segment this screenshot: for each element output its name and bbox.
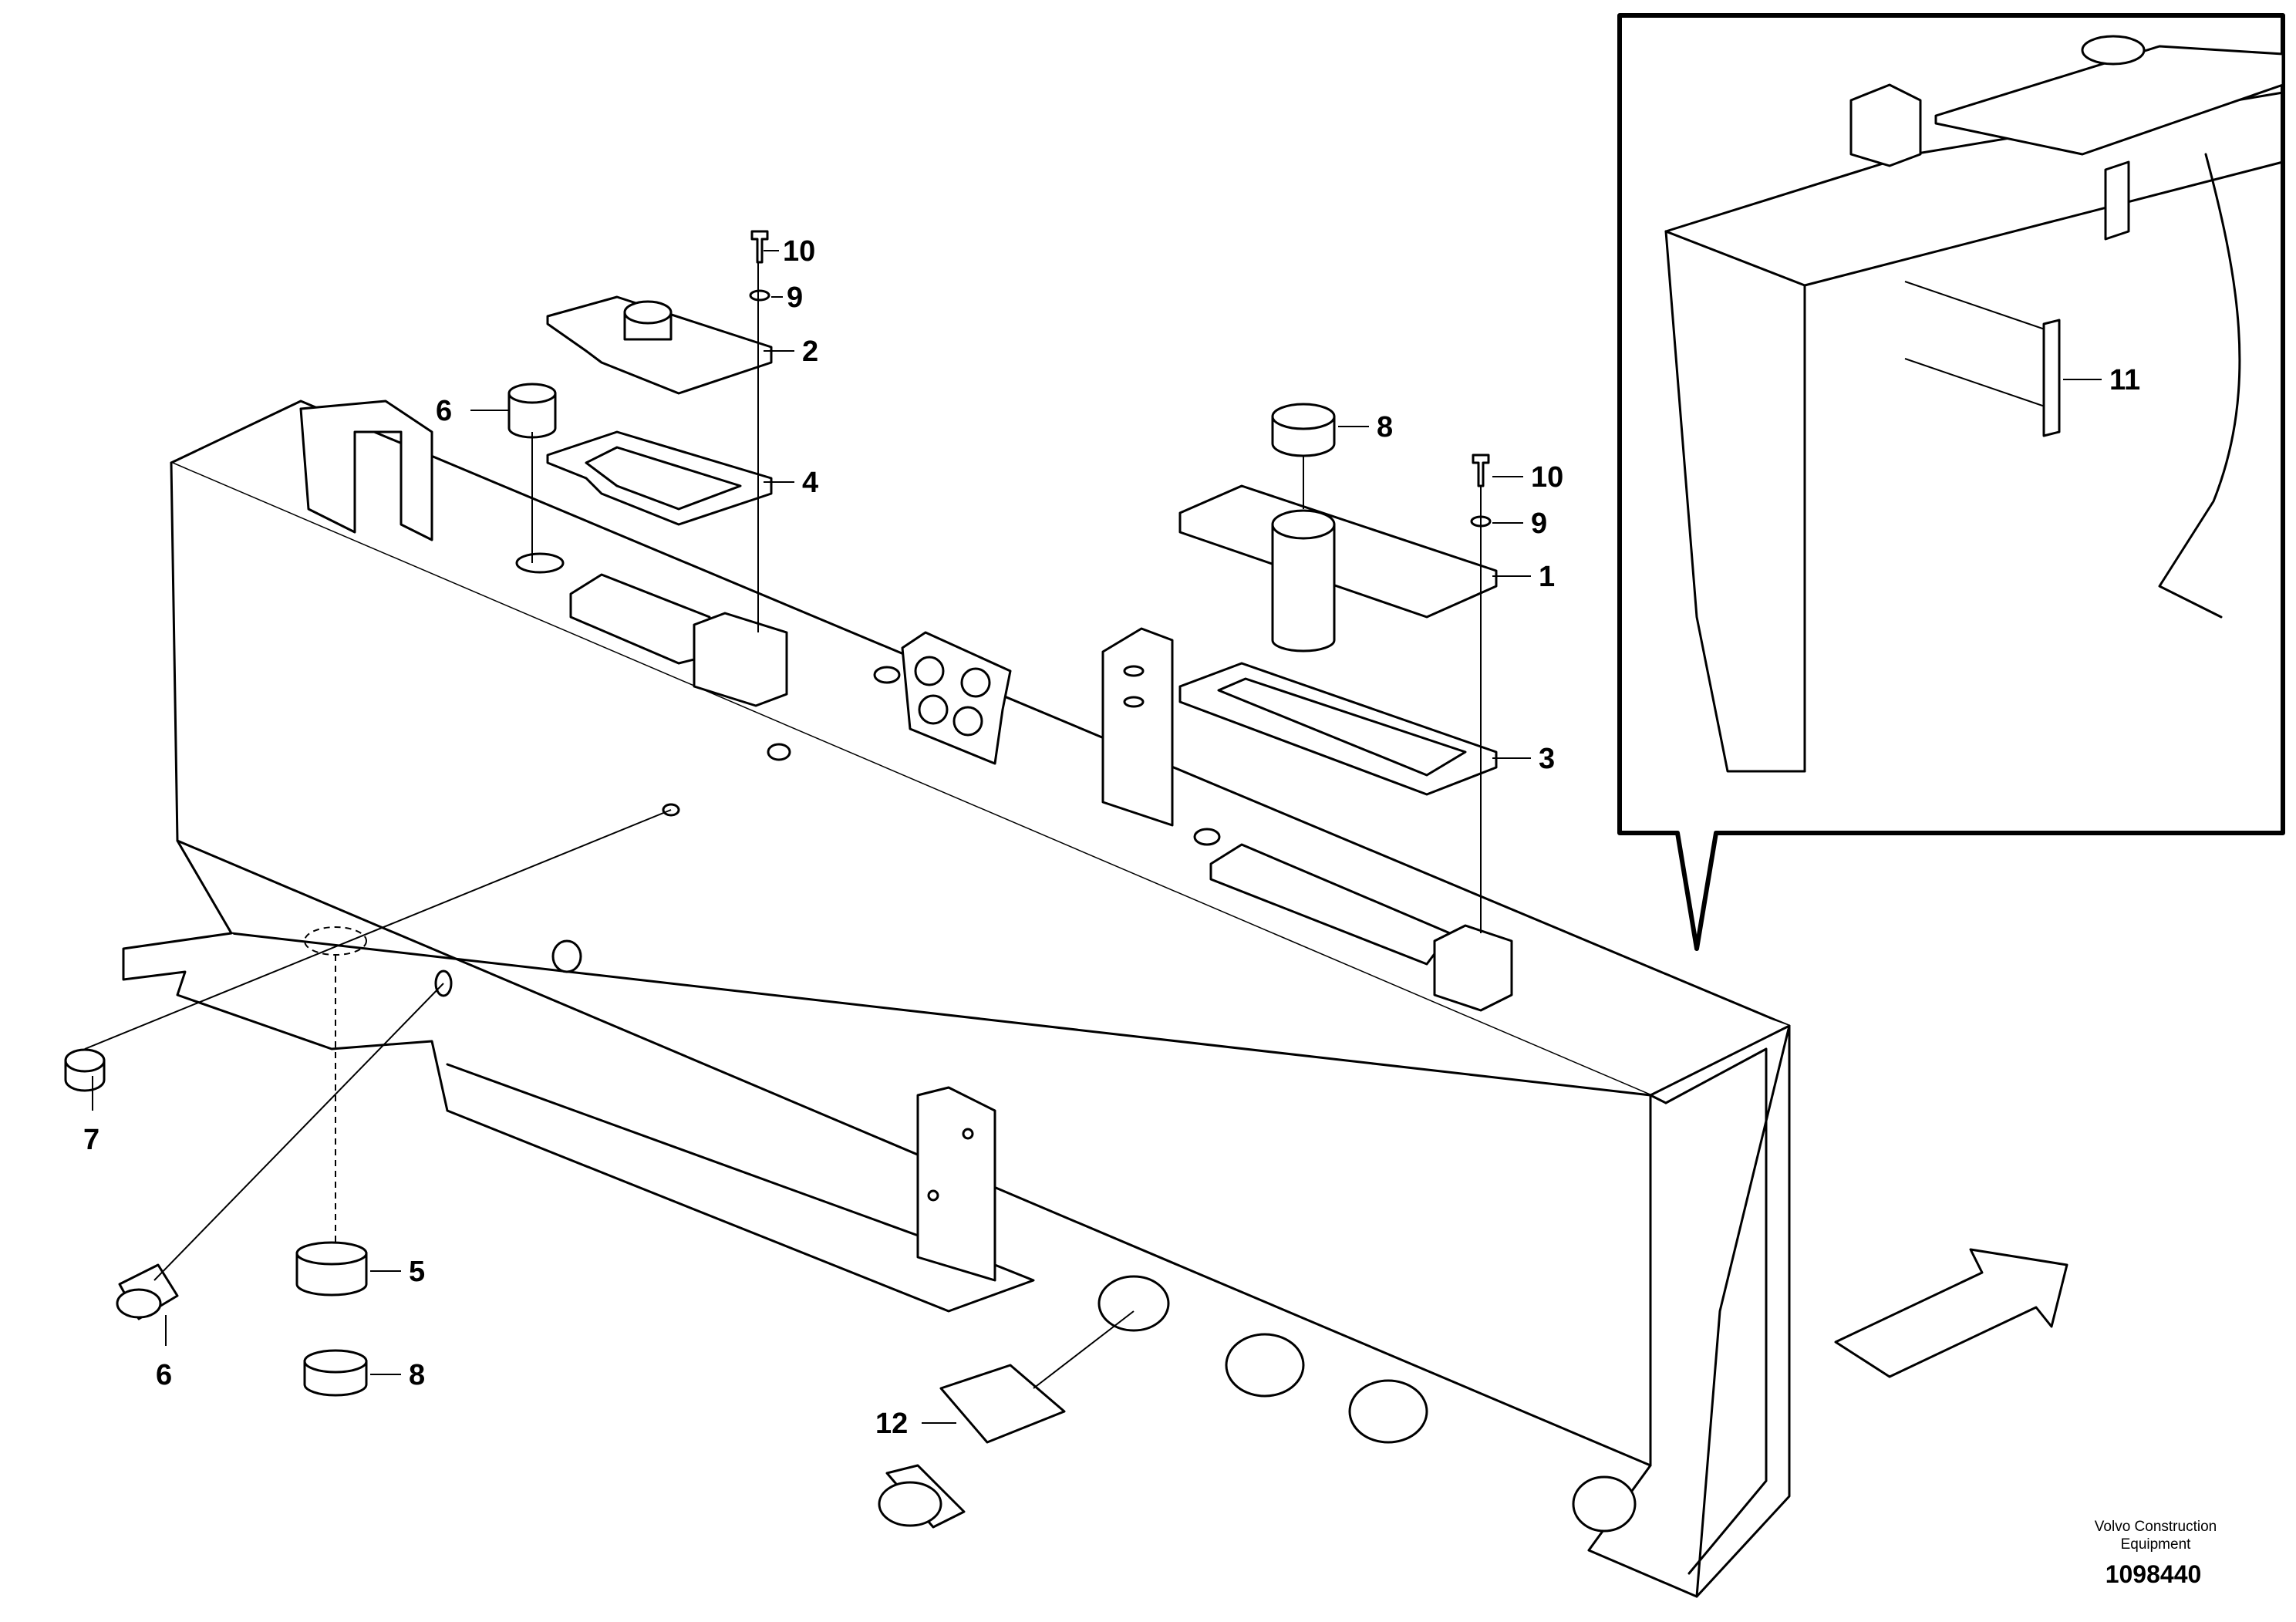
company-name-line1: Volvo Construction [2095,1519,2217,1535]
callout-8: 8 [409,1359,425,1391]
callout-1: 1 [1539,561,1555,593]
callout-4: 4 [802,467,818,499]
callout-5: 5 [409,1256,425,1288]
callout-9: 9 [1531,508,1547,540]
callout-11: 11 [2109,364,2140,396]
footer: Volvo Construction Equipment 1098440 [2095,1519,2217,1588]
callout-8: 8 [1377,411,1393,443]
callout-leaders [92,250,2102,1424]
callout-9: 9 [787,282,803,314]
callout-3: 3 [1539,743,1555,775]
callout-10: 10 [783,235,815,268]
callout-labels: 10 9 2 6 4 8 10 9 1 3 11 7 5 6 8 12 [83,235,2140,1440]
inset-detail [1617,13,2285,951]
callout-2: 2 [802,336,818,368]
tank-body [122,400,1791,1598]
callout-10: 10 [1531,461,1563,494]
callout-12: 12 [875,1408,908,1440]
direction-arrow-icon [1834,1248,2068,1378]
callout-6: 6 [156,1359,172,1391]
drawing-number: 1098440 [2106,1560,2202,1588]
exploded-parts [64,230,1498,1529]
callout-7: 7 [83,1124,99,1156]
callout-6: 6 [436,395,452,427]
company-name-line2: Equipment [2121,1536,2192,1553]
